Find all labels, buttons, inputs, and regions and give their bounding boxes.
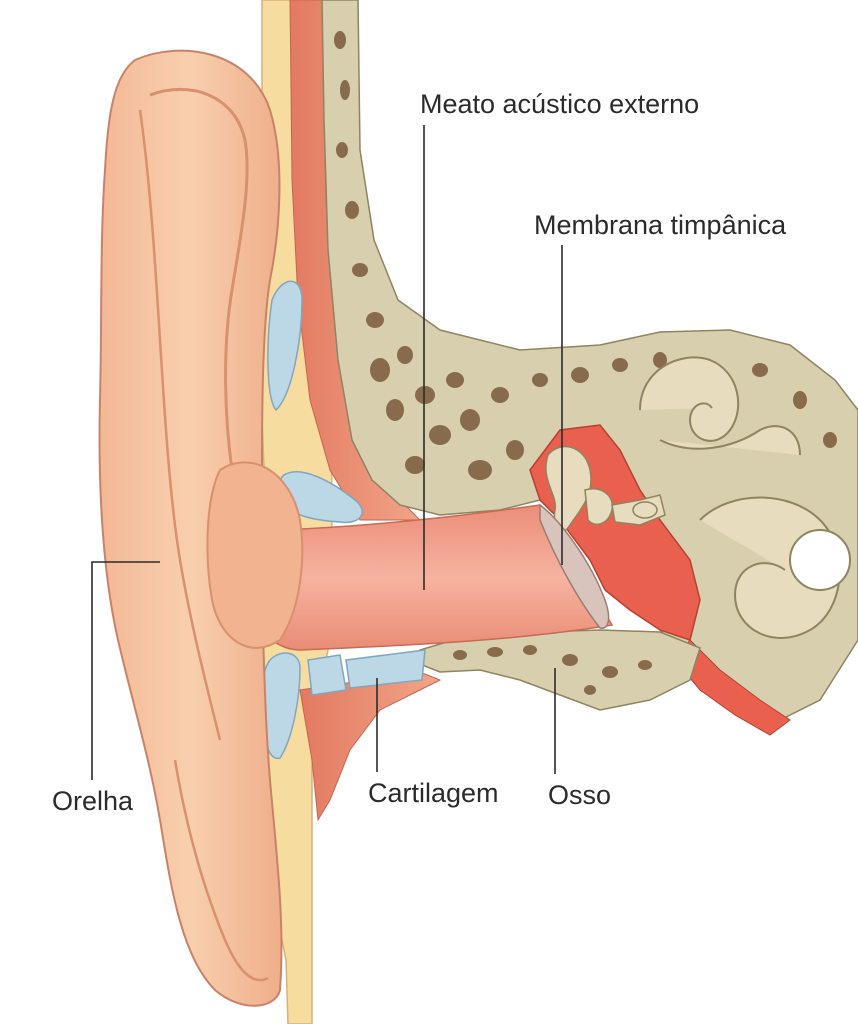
tympanic-membrane-shape bbox=[539, 503, 610, 629]
label-tympanic-membrane: Membrana timpânica bbox=[534, 210, 787, 240]
label-meatus: Meato acústico externo bbox=[420, 89, 699, 119]
cartilage-pieces bbox=[261, 280, 426, 759]
pinna-shape bbox=[98, 49, 283, 1007]
muscle-lower bbox=[299, 671, 442, 822]
leader-pinna bbox=[91, 561, 160, 780]
label-bone: Osso bbox=[548, 780, 611, 810]
concha bbox=[206, 461, 304, 649]
label-pinna: Orelha bbox=[52, 786, 134, 816]
leader-lines bbox=[91, 125, 563, 780]
ossicles bbox=[545, 445, 666, 533]
lobule-fold bbox=[173, 759, 269, 982]
bone-pores-upper bbox=[334, 31, 837, 480]
label-cartilage: Cartilagem bbox=[368, 778, 499, 808]
antihelix-fold bbox=[138, 109, 222, 741]
inner-ear bbox=[639, 356, 851, 639]
bone-pores-lower bbox=[453, 645, 652, 695]
